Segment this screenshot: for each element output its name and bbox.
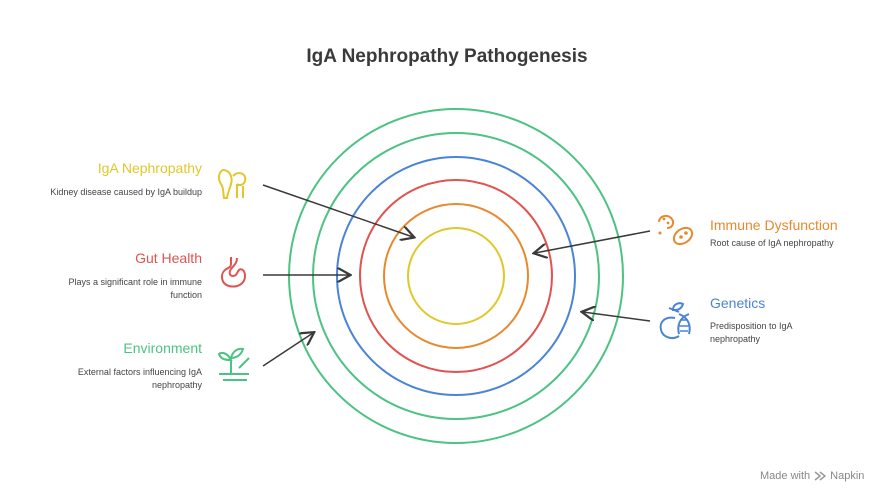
sprout-icon bbox=[217, 347, 250, 381]
ring-outer-green bbox=[288, 108, 624, 444]
ring-green bbox=[312, 132, 600, 420]
kidney-icon bbox=[217, 168, 247, 199]
desc-genetics: Predisposition to IgA nephropathy bbox=[710, 321, 793, 344]
desc-immune-dysfunction: Root cause of IgA nephropathy bbox=[710, 238, 834, 248]
label-immune-dysfunction: Immune Dysfunction bbox=[710, 217, 838, 233]
label-genetics: Genetics bbox=[710, 295, 766, 311]
arrow-environment bbox=[262, 333, 313, 367]
ring-blue bbox=[336, 156, 576, 396]
arrow-genetics bbox=[583, 312, 651, 322]
diagram-title: IgA Nephropathy Pathogenesis bbox=[306, 46, 588, 67]
arrow-iga bbox=[262, 184, 413, 237]
ring-yellow bbox=[407, 227, 505, 325]
made-with-text: Made with bbox=[760, 470, 811, 482]
desc-environment: External factors influencing IgA nephrop… bbox=[77, 367, 202, 390]
arrow-immune bbox=[535, 230, 651, 253]
label-environment: Environment bbox=[123, 340, 202, 356]
napkin-brand-text: Napkin bbox=[830, 470, 865, 482]
ring-orange bbox=[383, 203, 529, 349]
desc-iga-nephropathy: Kidney disease caused by IgA buildup bbox=[50, 187, 202, 197]
ring-red bbox=[359, 179, 553, 373]
desc-gut-health: Plays a significant role in immune funct… bbox=[68, 277, 202, 300]
napkin-logo-icon bbox=[814, 471, 827, 481]
dna-icon bbox=[659, 302, 691, 339]
label-iga-nephropathy: IgA Nephropathy bbox=[97, 160, 202, 176]
stomach-icon bbox=[220, 257, 246, 288]
napkin-watermark: Made with Napkin bbox=[760, 470, 864, 482]
bacteria-icon bbox=[658, 214, 694, 246]
label-gut-health: Gut Health bbox=[135, 250, 202, 266]
